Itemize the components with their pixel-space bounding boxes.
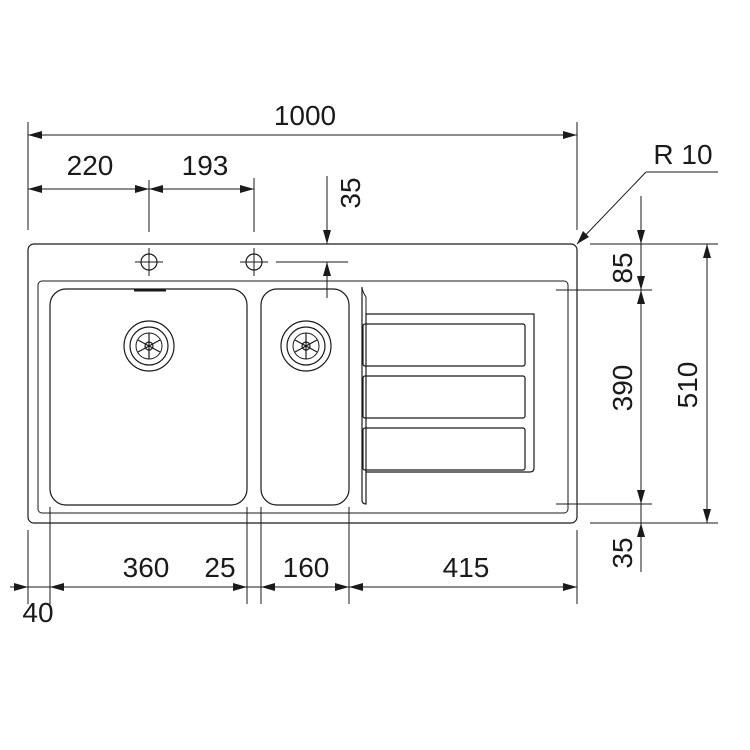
dimension-overall-width: 1000 (27, 100, 578, 230)
dimension-top-offset: 35 (323, 176, 366, 298)
label-left-margin: 40 (22, 597, 53, 628)
label-tap-hole-2: 193 (182, 150, 229, 181)
label-bowl-1-width: 360 (123, 552, 170, 583)
label-bowl-2-width: 160 (283, 552, 330, 583)
sink-outline (27, 243, 578, 524)
dimension-bottom-horizontals: 40 360 25 160 415 (10, 507, 578, 628)
small-bowl (260, 288, 350, 506)
tap-hole-2 (240, 248, 348, 276)
drainer-edge (361, 286, 367, 472)
label-overall-depth: 510 (672, 362, 703, 409)
dimension-tap-holes: 220 193 (28, 150, 255, 232)
label-divider: 25 (204, 552, 235, 583)
label-tap-hole-1: 220 (67, 150, 114, 181)
sink-inner-rim (37, 280, 569, 514)
label-top-offset: 35 (335, 177, 366, 208)
dimension-right-verticals: 85 390 510 35 (556, 196, 718, 572)
label-overall-width: 1000 (274, 100, 336, 131)
label-top-margin: 85 (607, 252, 638, 283)
waste-fitting-large-bowl (123, 320, 175, 372)
label-bottom-margin: 35 (607, 537, 638, 568)
sink-outer-rim (27, 243, 578, 524)
waste-fitting-small-bowl (280, 320, 332, 372)
label-corner-radius: R 10 (653, 139, 712, 170)
dimension-corner-radius: R 10 (576, 139, 718, 245)
label-drainer-width: 415 (443, 552, 490, 583)
drainer-groove-1 (362, 323, 526, 367)
drainer-groove-3 (362, 427, 526, 471)
tap-hole-1 (135, 248, 163, 276)
drainer-outline (361, 287, 535, 505)
drainer-groove-2 (362, 375, 526, 419)
label-bowl-depth: 390 (607, 365, 638, 412)
